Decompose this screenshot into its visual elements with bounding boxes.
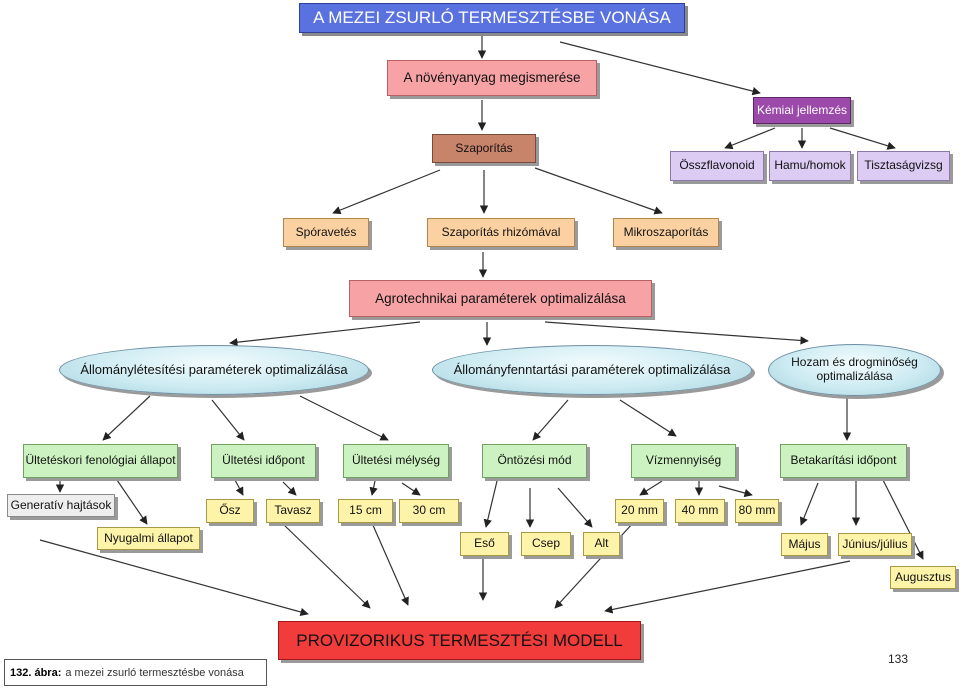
- provisional-model-box: PROVIZORIKUS TERMESZTÉSI MODELL: [278, 621, 641, 660]
- arrow: [116, 479, 148, 525]
- option-alt: Alt: [583, 532, 620, 556]
- arrow: [371, 522, 409, 606]
- arrow: [559, 41, 761, 96]
- propagation-method-spore: Spóravetés: [283, 218, 369, 247]
- arrow: [619, 399, 677, 437]
- establishment-ellipse: Állománylétesítési paraméterek optimaliz…: [59, 345, 369, 395]
- option-15cm: 15 cm: [338, 499, 393, 523]
- arrow: [544, 321, 809, 345]
- chemical-item-ash: Hamu/homok: [769, 151, 851, 181]
- arrow: [229, 321, 421, 347]
- param-planting-depth: Ültetési mélység: [343, 444, 449, 478]
- arrow: [483, 480, 498, 528]
- option-drip: Csep: [521, 532, 571, 556]
- option-80mm: 80 mm: [735, 499, 779, 523]
- arrow: [557, 487, 593, 528]
- option-spring: Tavasz: [266, 499, 320, 523]
- arrow: [829, 127, 896, 150]
- propagation-method-rhizome: Szaporítás rhizómával: [427, 218, 575, 247]
- caption-label: 132. ábra:: [10, 666, 62, 679]
- arrow: [881, 477, 924, 560]
- option-august: Augusztus: [890, 566, 956, 589]
- arrow: [299, 395, 389, 441]
- param-irrigation-mode: Öntözési mód: [482, 444, 587, 478]
- option-30cm: 30 cm: [399, 499, 459, 523]
- arrow: [534, 167, 663, 215]
- arrow: [718, 485, 753, 498]
- option-autumn: Ősz: [206, 499, 254, 523]
- option-dormant: Nyugalmi állapot: [97, 527, 200, 550]
- arrow: [211, 399, 245, 441]
- page-number: 133: [888, 652, 909, 666]
- option-20mm: 20 mm: [615, 499, 664, 523]
- propagation-method-micro: Mikroszaporítás: [613, 218, 719, 247]
- option-40mm: 40 mm: [675, 499, 725, 523]
- arrow: [102, 395, 151, 441]
- arrow: [332, 169, 441, 215]
- arrow: [532, 399, 569, 441]
- arrow: [39, 539, 309, 617]
- plant-material-box: A növényanyag megismerése: [387, 60, 597, 96]
- param-planting-time: Ültetési időpont: [211, 444, 316, 478]
- main-title: A MEZEI ZSURLÓ TERMESZTÉSBE VONÁSA: [299, 3, 685, 33]
- option-may: Május: [781, 533, 828, 556]
- caption-text: a mezei zsurló termesztésbe vonása: [65, 666, 244, 679]
- yield-quality-ellipse: Hozam és drogminőség optimalizálása: [768, 344, 941, 396]
- arrow: [401, 482, 421, 496]
- arrow: [282, 481, 297, 496]
- arrow: [724, 127, 776, 150]
- arrow: [234, 479, 244, 496]
- arrow: [639, 480, 663, 496]
- arrow: [369, 480, 378, 496]
- param-harvest-time: Betakarítási időpont: [780, 444, 907, 478]
- arrow: [282, 523, 371, 609]
- figure-caption: 132. ábra: a mezei zsurló termesztésbe v…: [4, 659, 267, 686]
- maintenance-ellipse: Állományfenntartási paraméterek optimali…: [432, 345, 752, 395]
- propagation-box: Szaporítás: [432, 134, 536, 163]
- chemical-item-flavonoid: Összflavonoid: [670, 151, 764, 181]
- chemical-item-purity: Tisztaságvizsg: [857, 151, 950, 181]
- option-rain: Eső: [460, 532, 509, 556]
- option-june-july: Június/július: [838, 533, 912, 556]
- agrotech-box: Agrotechnikai paraméterek optimalizálása: [349, 280, 652, 317]
- param-phenology: Ültetéskori fenológiai állapot: [23, 444, 178, 478]
- arrow: [799, 482, 819, 526]
- chemical-characterization-box: Kémiai jellemzés: [753, 97, 851, 124]
- arrow: [604, 560, 851, 614]
- arrow: [554, 522, 634, 609]
- option-generative-shoots: Generatív hajtások: [7, 494, 115, 517]
- param-water-amount: Vízmennyiség: [631, 444, 736, 478]
